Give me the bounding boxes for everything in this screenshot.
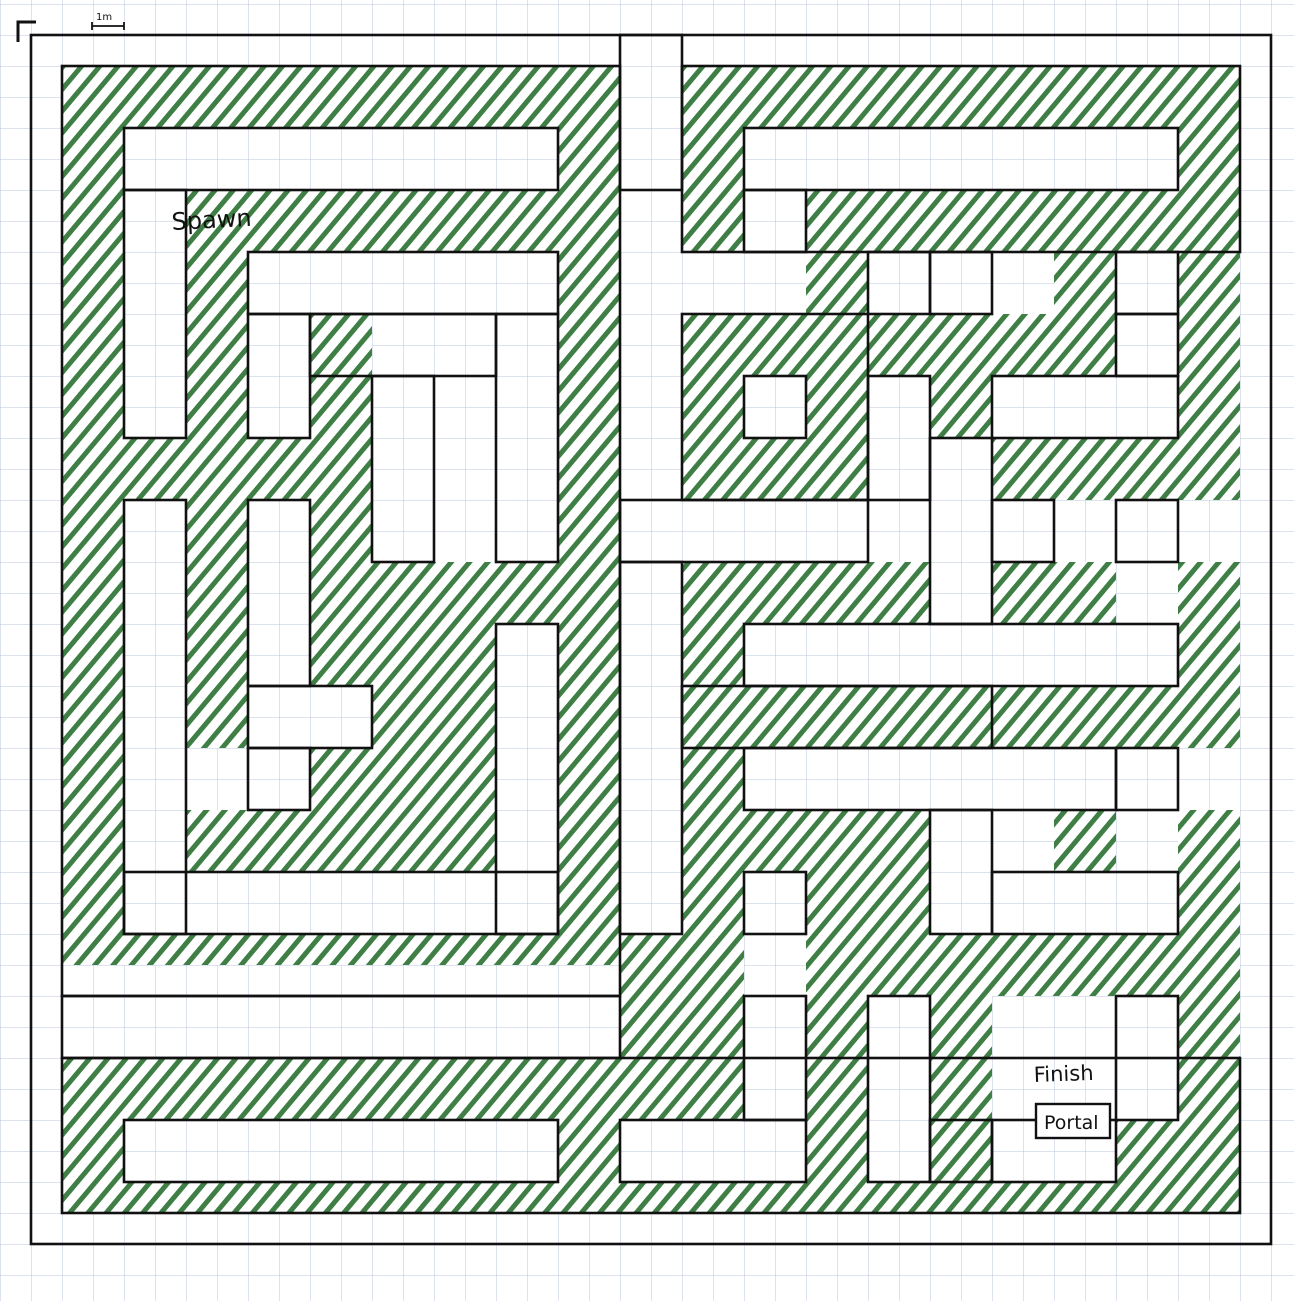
corridor-grid	[868, 376, 930, 500]
corridor-grid	[620, 500, 868, 562]
corridor-grid	[868, 252, 930, 314]
corridor-grid	[124, 872, 558, 934]
corridor-grid	[744, 624, 1178, 686]
corridor-grid	[248, 314, 310, 438]
corridor-grid	[744, 748, 1116, 810]
scale-label: 1m	[96, 12, 112, 23]
corridor-grid	[248, 500, 310, 686]
corridor-grid	[992, 872, 1178, 934]
portal-box: Portal	[1036, 1104, 1110, 1138]
corridor-grid	[620, 1120, 806, 1182]
corridor-grid	[124, 500, 186, 934]
corridor-grid	[62, 996, 620, 1058]
corridor-grid	[496, 252, 558, 562]
corridor-grid	[620, 252, 806, 314]
corridor-grid	[186, 996, 248, 1058]
corridor-grid	[992, 376, 1178, 438]
corridor-grid	[744, 190, 806, 252]
spawn-label: Spawn	[171, 204, 252, 236]
corridor-grid	[992, 996, 1116, 1182]
corridor-grid	[620, 35, 682, 190]
corridor-grid	[124, 128, 558, 190]
corridor-grid	[744, 376, 806, 438]
corridor-grid	[930, 438, 992, 624]
portal-label: Portal	[1044, 1112, 1099, 1134]
finish-label: Finish	[1033, 1061, 1094, 1087]
corridor-grid	[620, 562, 682, 934]
corridor-grid	[248, 686, 372, 748]
corridor-grid	[744, 128, 1178, 190]
corridor-grid	[868, 996, 930, 1182]
corridor-grid	[124, 1120, 558, 1182]
corridor-grid	[496, 624, 558, 934]
